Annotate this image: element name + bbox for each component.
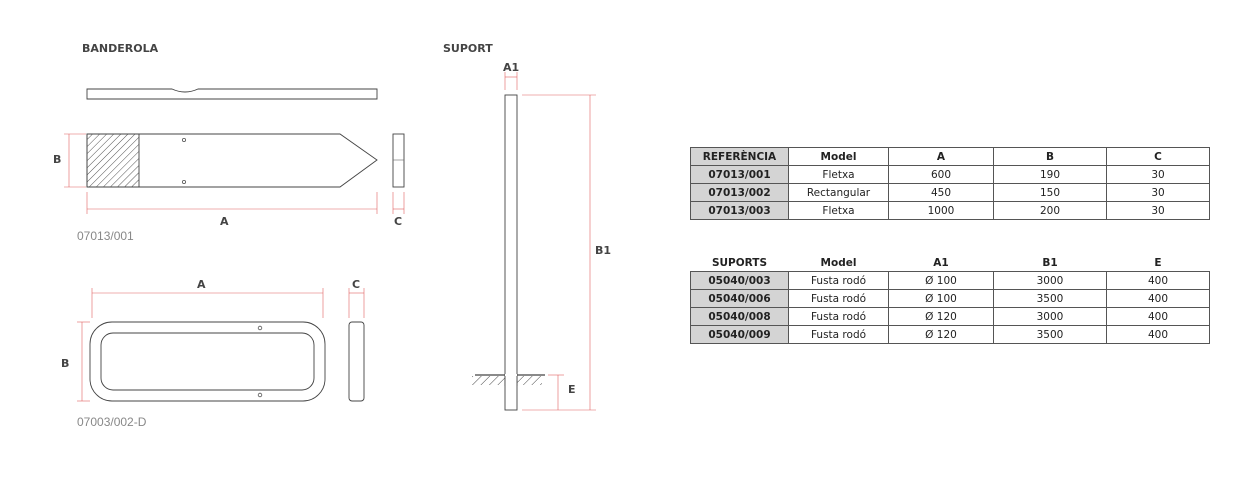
header-b1: B1 [993,254,1107,272]
supports-table-header: SUPORTS Model A1 B1 E [690,254,1210,272]
table-row: 05040/006 Fusta rodó Ø 100 3500 400 [690,289,1210,308]
arrow-dim-b-label: B [53,153,61,166]
cell-model: Fletxa [788,201,889,220]
arrow-sign-side-view [392,133,405,188]
cell-model: Fusta rodó [788,271,889,290]
rect-sign-code: 07003/002-D [77,415,147,429]
cell-e: 400 [1106,325,1210,344]
support-dimension-lines [504,72,596,411]
header-c: C [1106,147,1210,166]
rect-sign-front-view [89,321,326,402]
cell-a1: Ø 100 [888,289,994,308]
arrow-dim-c-label: C [394,215,402,228]
cell-reference: 07013/001 [690,165,789,184]
cell-reference: 05040/003 [690,271,789,290]
cell-a: 600 [888,165,994,184]
cell-c: 30 [1106,201,1210,220]
header-a1: A1 [888,254,994,272]
rect-sign-side-view [348,321,365,402]
arrow-sign-dimension-lines [64,133,405,214]
arrow-sign-code: 07013/001 [77,229,134,243]
supports-table: SUPORTS Model A1 B1 E 05040/003 Fusta ro… [690,254,1210,344]
cell-model: Rectangular [788,183,889,202]
cell-e: 400 [1106,289,1210,308]
rect-dim-c-label: C [352,278,360,291]
table-row: 07013/002 Rectangular 450 150 30 [690,183,1210,202]
header-model: Model [788,147,889,166]
header-model: Model [788,254,889,272]
cell-reference: 07013/003 [690,201,789,220]
header-referencia: REFERÈNCIA [690,147,789,166]
table-row: 07013/003 Fletxa 1000 200 30 [690,201,1210,220]
cell-b: 150 [993,183,1107,202]
cell-c: 30 [1106,165,1210,184]
arrow-sign-top-view [86,88,378,100]
cell-a1: Ø 120 [888,307,994,326]
table-row: 05040/009 Fusta rodó Ø 120 3500 400 [690,325,1210,344]
cell-c: 30 [1106,183,1210,202]
cell-b1: 3500 [993,289,1107,308]
cell-a1: Ø 100 [888,271,994,290]
cell-a1: Ø 120 [888,325,994,344]
header-b: B [993,147,1107,166]
arrow-sign-front-view [86,133,378,188]
rect-dim-b-label: B [61,357,69,370]
rect-sign-dimension-lines [77,288,365,402]
cell-reference: 05040/008 [690,307,789,326]
cell-b: 200 [993,201,1107,220]
cell-e: 400 [1106,307,1210,326]
support-dim-e-label: E [568,383,576,396]
cell-a: 450 [888,183,994,202]
arrow-dim-a-label: A [220,215,229,228]
rect-dim-a-label: A [197,278,206,291]
cell-reference: 05040/006 [690,289,789,308]
support-dim-a1-label: A1 [503,61,519,74]
support-dim-b1-label: B1 [595,244,611,257]
cell-reference: 07013/002 [690,183,789,202]
banderola-title: BANDEROLA [82,42,159,55]
reference-table: REFERÈNCIA Model A B C 07013/001 Fletxa … [690,147,1210,220]
header-suports: SUPORTS [690,254,789,272]
cell-reference: 05040/009 [690,325,789,344]
ground-hatch [472,374,545,386]
suport-title: SUPORT [443,42,493,55]
cell-e: 400 [1106,271,1210,290]
cell-b: 190 [993,165,1107,184]
reference-table-header: REFERÈNCIA Model A B C [690,147,1210,166]
cell-a: 1000 [888,201,994,220]
cell-b1: 3500 [993,325,1107,344]
header-a: A [888,147,994,166]
cell-model: Fusta rodó [788,325,889,344]
cell-model: Fusta rodó [788,307,889,326]
table-row: 05040/008 Fusta rodó Ø 120 3000 400 [690,307,1210,326]
table-row: 07013/001 Fletxa 600 190 30 [690,165,1210,184]
header-e: E [1106,254,1210,272]
table-row: 05040/003 Fusta rodó Ø 100 3000 400 [690,271,1210,290]
cell-b1: 3000 [993,271,1107,290]
cell-model: Fletxa [788,165,889,184]
cell-model: Fusta rodó [788,289,889,308]
support-post [504,94,518,411]
cell-b1: 3000 [993,307,1107,326]
